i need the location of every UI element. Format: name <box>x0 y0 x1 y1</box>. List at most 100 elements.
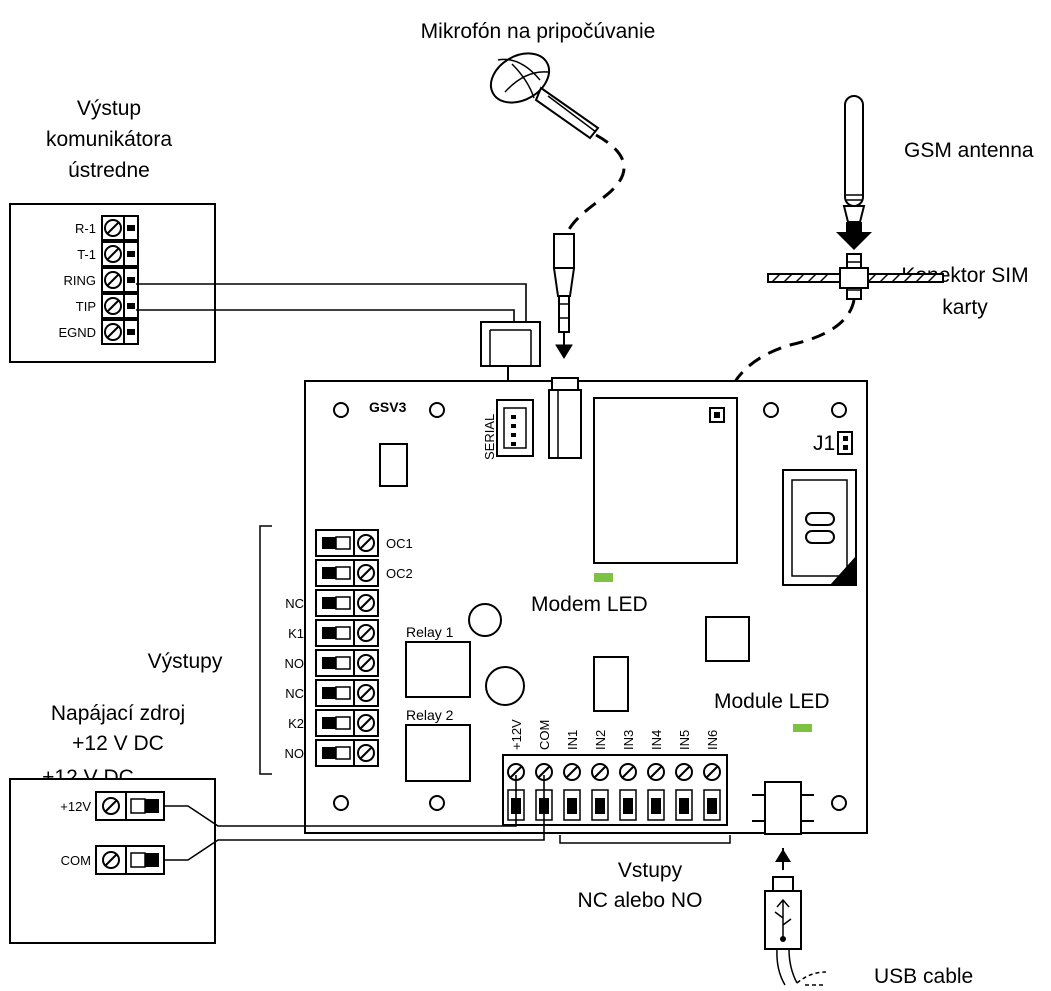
output-terminal-label: NC <box>285 686 304 701</box>
mount-hole-icon <box>429 402 445 418</box>
usb-socket <box>752 781 814 870</box>
psu-label-1: Napájací zdroj <box>51 702 185 725</box>
screw-icon <box>357 684 375 702</box>
ring-wire <box>136 283 527 322</box>
usb-plug-icon <box>764 876 827 986</box>
inputs-bracket <box>559 835 731 844</box>
mic-label: Mikrofón na pripočúvanie <box>421 20 656 43</box>
output-terminal-label: OC1 <box>386 536 413 551</box>
sim-holder <box>782 469 857 586</box>
screw-icon <box>591 763 609 781</box>
serial-label: SERIAL <box>482 414 497 460</box>
input-terminal-label: IN3 <box>621 730 636 750</box>
panel-terminal-label: RING <box>64 273 97 288</box>
inputs-terminal-block: +12V COM IN1 IN2 IN3 IN4 IN5 IN6 <box>502 719 728 826</box>
gsm-module <box>593 397 738 564</box>
microphone-icon <box>489 52 600 140</box>
panel-terminal-label: R-1 <box>75 221 96 236</box>
inputs-label-2: NC alebo NO <box>578 889 703 912</box>
panel-output-label-1: Výstup <box>77 97 141 120</box>
screw-icon <box>104 323 122 341</box>
screw-icon <box>357 714 375 732</box>
mount-hole-icon <box>429 795 445 811</box>
output-terminal-label: NO <box>285 746 305 761</box>
input-terminal-label: IN6 <box>705 730 720 750</box>
mic-socket <box>548 377 582 459</box>
psu-com-wire <box>164 775 545 861</box>
input-terminal-label: COM <box>537 720 552 750</box>
board-name: GSV3 <box>369 399 407 415</box>
relay-2 <box>405 724 471 782</box>
usb-cable-label: USB cable <box>874 965 973 988</box>
screw-icon <box>563 763 581 781</box>
input-terminal-label: IN2 <box>593 730 608 750</box>
mount-hole-icon <box>333 795 349 811</box>
j1-jumper <box>837 431 853 455</box>
mount-hole-icon <box>831 795 847 811</box>
panel-terminal-label: TIP <box>76 299 96 314</box>
screw-icon <box>357 744 375 762</box>
antenna-cable <box>725 299 856 399</box>
output-terminal-label: NC <box>285 596 304 611</box>
panel-terminal-label: T-1 <box>77 247 96 262</box>
screw-icon <box>357 564 375 582</box>
screw-icon <box>357 654 375 672</box>
screw-icon <box>357 594 375 612</box>
input-terminal-label: +12V <box>509 719 524 750</box>
input-terminal-label: IN1 <box>565 730 580 750</box>
relay2-label: Relay 2 <box>406 707 454 723</box>
module-led-label: Module LED <box>714 690 830 713</box>
screw-icon <box>102 797 120 815</box>
outputs-label: Výstupy <box>148 650 223 673</box>
relay-1 <box>405 641 471 698</box>
gsm-antenna-icon <box>767 95 944 300</box>
screw-icon <box>647 763 665 781</box>
inputs-label-1: Vstupy <box>618 859 683 882</box>
screw-icon <box>357 624 375 642</box>
input-terminal-label: IN5 <box>677 730 692 750</box>
input-terminal-label: IN4 <box>649 730 664 750</box>
j1-label: J1 <box>813 432 835 455</box>
outputs-bracket <box>259 525 272 775</box>
mount-hole-icon <box>831 402 847 418</box>
psu-terminal-label: +12V <box>60 799 91 814</box>
psu-label-2: +12 V DC <box>72 732 164 755</box>
screw-icon <box>104 297 122 315</box>
component-buzzer <box>485 666 525 706</box>
gsm-antenna-label: GSM antenna <box>904 139 1034 162</box>
psu-terminal-block: +12V COM <box>60 791 165 875</box>
sim-connector-label-2: karty <box>942 296 988 319</box>
output-terminal-label: OC2 <box>386 566 413 581</box>
screw-icon <box>104 271 122 289</box>
screw-icon <box>675 763 693 781</box>
screw-icon <box>703 763 721 781</box>
panel-terminal-label: EGND <box>58 325 96 340</box>
modem-led <box>594 573 613 582</box>
mount-hole-icon <box>763 402 779 418</box>
panel-output-label-3: ústredne <box>68 159 150 182</box>
screw-icon <box>619 763 637 781</box>
component-capacitor <box>468 603 502 637</box>
output-terminal-label: NO <box>285 656 305 671</box>
modem-led-label: Modem LED <box>531 593 648 616</box>
relay1-label: Relay 1 <box>406 624 454 640</box>
screw-icon <box>104 219 122 237</box>
mic-jack-icon <box>552 233 576 359</box>
output-terminal-label: K1 <box>288 626 304 641</box>
screw-icon <box>357 534 375 552</box>
tip-wire <box>136 309 515 322</box>
output-terminal-label: K2 <box>288 716 304 731</box>
component-chip <box>379 443 408 487</box>
mount-hole-icon <box>333 402 349 418</box>
psu-plus-wire <box>164 775 517 827</box>
screw-icon <box>102 851 120 869</box>
mic-cable <box>564 133 626 241</box>
screw-icon <box>104 245 122 263</box>
module-led <box>793 724 812 732</box>
psu-terminal-label: COM <box>61 853 91 868</box>
component-ic <box>705 616 750 662</box>
panel-output-label-2: komunikátora <box>46 128 172 151</box>
